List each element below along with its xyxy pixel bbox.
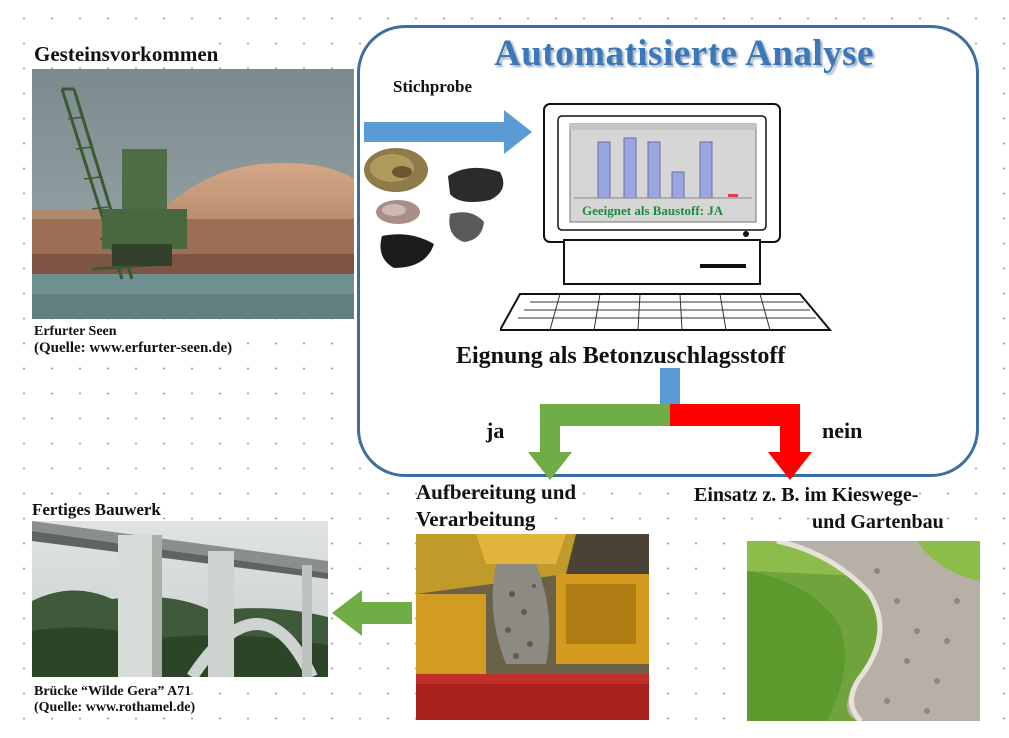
bridge-photo bbox=[32, 521, 328, 677]
analysis-title: Automatisierte Analyse bbox=[488, 32, 880, 75]
heading-fertiges-bauwerk: Fertiges Bauwerk bbox=[32, 500, 161, 520]
bridge-caption-1: Brücke “Wilde Gera” A71 bbox=[34, 684, 192, 700]
decision-arrows bbox=[528, 368, 812, 480]
screen-bar bbox=[597, 141, 611, 199]
screen-bar bbox=[699, 141, 713, 199]
rock-samples bbox=[364, 148, 504, 268]
question-label: Eignung als Betonzuschlagsstoff bbox=[456, 343, 786, 370]
quarry-photo bbox=[32, 69, 354, 319]
computer-illustration bbox=[500, 103, 833, 331]
no-label: nein bbox=[822, 418, 863, 444]
processing-photo bbox=[416, 534, 649, 720]
quarry-caption-1: Erfurter Seen bbox=[34, 324, 117, 340]
screen-bar bbox=[671, 171, 685, 199]
sample-arrow bbox=[364, 110, 532, 154]
sample-label: Stichprobe bbox=[393, 77, 473, 97]
bridge-caption-2: (Quelle: www.rothamel.de) bbox=[34, 700, 196, 716]
heading-gesteinsvorkommen: Gesteinsvorkommen bbox=[34, 42, 219, 67]
alternative-label-2: und Gartenbau bbox=[812, 511, 944, 534]
screen-result-text: Geeignet als Baustoff: JA bbox=[582, 203, 724, 219]
screen-bar bbox=[647, 141, 661, 199]
processing-label-2: Verarbeitung bbox=[416, 507, 536, 531]
processing-label-1: Aufbereitung und bbox=[416, 480, 577, 504]
quarry-caption-2: (Quelle: www.erfurter-seen.de) bbox=[34, 340, 233, 357]
yes-label: ja bbox=[486, 418, 505, 444]
build-arrow bbox=[332, 590, 412, 636]
alternative-label-1: Einsatz z. B. im Kieswege- bbox=[694, 484, 919, 507]
garden-path-photo bbox=[747, 541, 980, 721]
screen-bar bbox=[623, 137, 637, 199]
